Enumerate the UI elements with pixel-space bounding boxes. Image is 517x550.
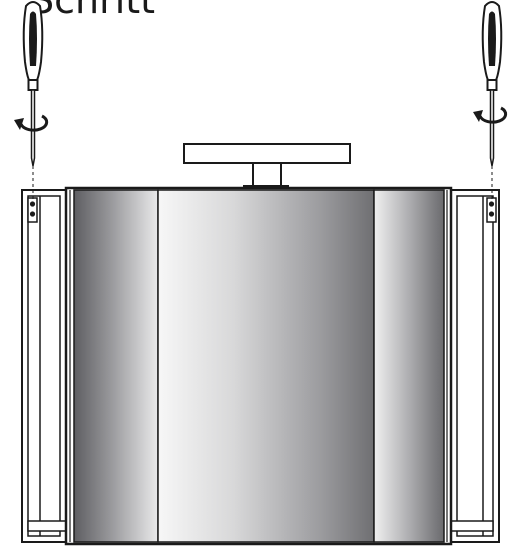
lamp-icon <box>183 143 351 190</box>
hinge-icon <box>27 197 38 223</box>
left-door-frame <box>21 189 67 543</box>
rotate-arrow-icon <box>14 114 49 132</box>
hinge-icon <box>486 197 497 223</box>
cabinet-body <box>64 186 453 546</box>
screwdriver-icon <box>481 1 503 167</box>
step-heading: Schritt <box>30 0 156 22</box>
rotate-arrow-icon <box>473 106 508 124</box>
right-door-frame <box>450 189 500 543</box>
screwdriver-icon <box>22 1 44 167</box>
